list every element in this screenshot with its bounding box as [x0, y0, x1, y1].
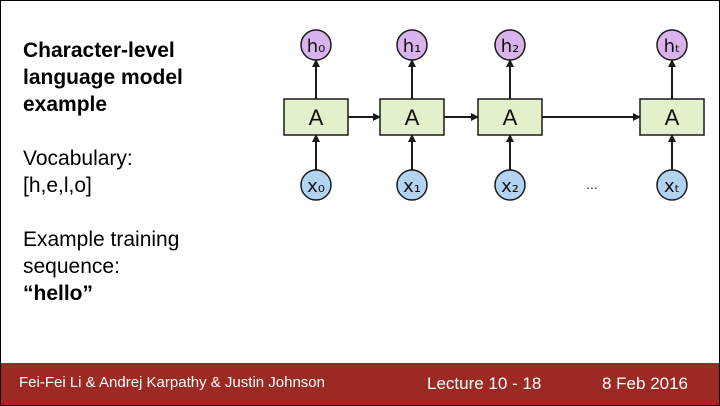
- input-node-label: xₜ: [664, 176, 680, 197]
- input-node: [300, 169, 332, 201]
- output-node: [656, 29, 688, 61]
- output-node-label: hₜ: [664, 36, 681, 57]
- input-node: [396, 169, 428, 201]
- rnn-cell: [283, 98, 349, 136]
- rnn-cell-label: A: [405, 105, 420, 130]
- vocabulary-label: Vocabulary:: [23, 147, 133, 170]
- example-sequence: “hello”: [23, 282, 94, 305]
- output-node-label: h₁: [403, 36, 422, 57]
- title-line-2: language model: [23, 66, 183, 89]
- output-node-label: h₀: [307, 36, 326, 57]
- input-node-label: x₂: [501, 176, 519, 197]
- footer-bar: Fei-Fei Li & Andrej Karpathy & Justin Jo…: [1, 363, 719, 405]
- rnn-cell-label: A: [503, 105, 518, 130]
- output-node: [494, 29, 526, 61]
- left-text-panel: Character-level language model example V…: [23, 37, 293, 307]
- rnn-cell: [477, 98, 543, 136]
- rnn-unrolled-diagram: Ah₀ x₀ Ah₁ x₁ Ah₂ x₂ Ahₜ xₜ...: [283, 29, 705, 201]
- input-node-label: x₁: [403, 176, 421, 197]
- footer-date: 8 Feb 2016: [602, 374, 689, 393]
- rnn-cell: [639, 98, 705, 136]
- title-line-1: Character-level: [23, 39, 175, 62]
- example-label-line-2: sequence:: [23, 255, 120, 278]
- title-line-3: example: [23, 93, 108, 116]
- footer-lecture: Lecture 10 - 18: [427, 374, 542, 393]
- vocabulary-value: [h,e,l,o]: [23, 174, 92, 197]
- rnn-cell-label: A: [665, 105, 680, 130]
- input-node-label: x₀: [307, 176, 325, 197]
- rnn-cell: [379, 98, 445, 136]
- input-node: [656, 169, 688, 201]
- rnn-cell-label: A: [309, 105, 324, 130]
- output-node-label: h₂: [501, 36, 520, 57]
- output-node: [300, 29, 332, 61]
- output-node: [396, 29, 428, 61]
- footer-authors: Fei-Fei Li & Andrej Karpathy & Justin Jo…: [19, 374, 325, 391]
- input-node: [494, 169, 526, 201]
- ellipsis: ...: [586, 176, 598, 192]
- example-label-line-1: Example training: [23, 228, 180, 251]
